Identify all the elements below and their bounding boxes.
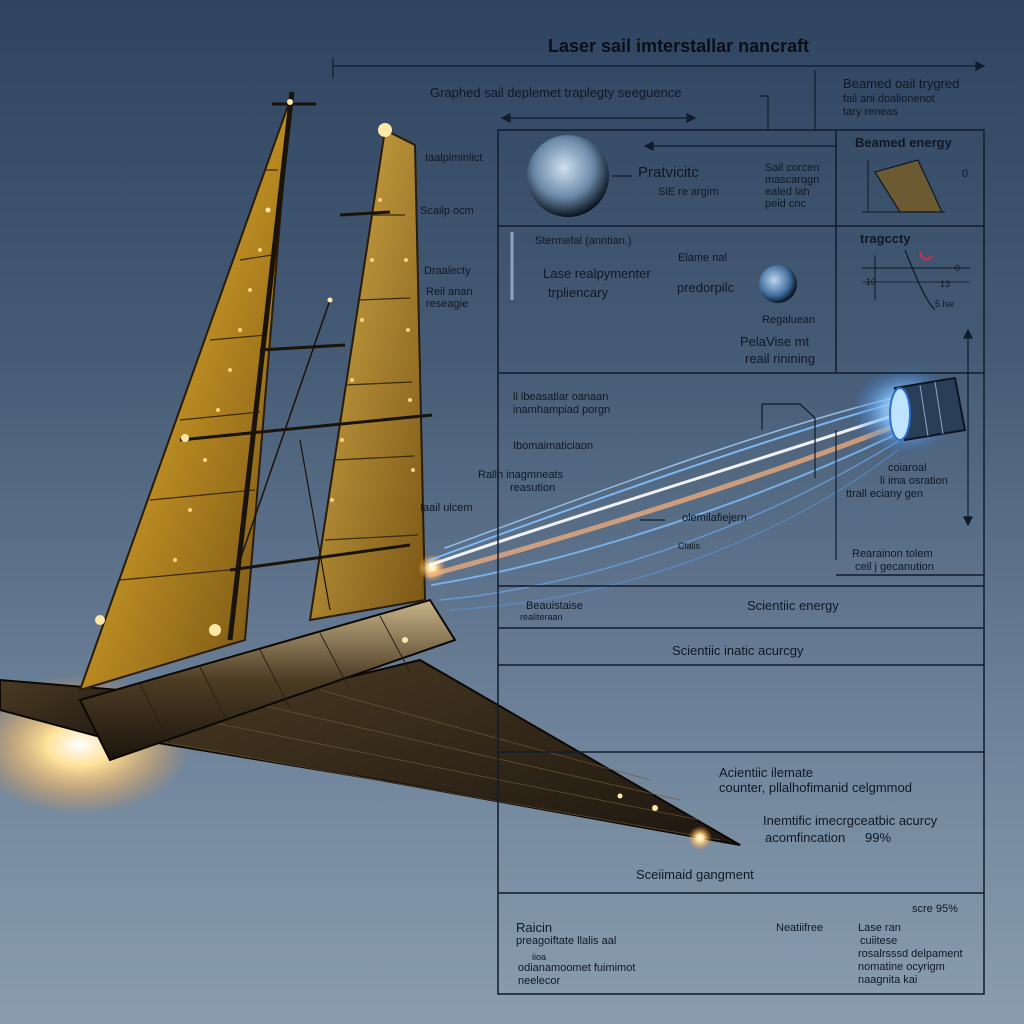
right-header-line-1: Beamed oail trygred (843, 76, 960, 91)
row4-line-1: Inemtific imecrgceatbic acurcy (763, 813, 938, 828)
row1-center: Scientiic energy (747, 598, 839, 613)
row2-center: Scientiic inatic acurcgy (672, 643, 804, 658)
laser-emitter (889, 376, 967, 442)
panel1-sub: SiE re argim (658, 186, 719, 198)
panel3-e-line-3: ttrall eciany gen (846, 488, 924, 500)
row6-left-4: odianamoomet fuimimot (518, 962, 636, 974)
left-sail (78, 99, 291, 692)
panel2-e-line-2: reail rinining (745, 351, 816, 366)
panel3-c: olemilafiejern (682, 512, 747, 524)
sail-label-d-2: reseagie (426, 298, 469, 310)
row6-left-1: Raicin (516, 920, 553, 935)
row1-left-line-1: Beauistaise (526, 600, 583, 612)
row6-right-2: cuiitese (860, 935, 898, 947)
row6-mid: Neatiifree (776, 922, 824, 934)
panel1-note-1: Sail corcen (765, 162, 820, 174)
planet-image (759, 265, 797, 303)
beamed-energy-value: 0 (962, 168, 969, 180)
panel2-c: predorpilc (677, 280, 735, 295)
row6-left-3: iioa (532, 952, 547, 962)
row6-right-3: rosalrsssd delpament (858, 948, 963, 960)
row3-line-1: Acientiic ilemate (719, 765, 813, 780)
row6-left-2: preagoiftate llalis aal (516, 935, 617, 947)
page-title: Laser sail imterstallar nancraft (548, 36, 810, 56)
panel3-d: Clalis (678, 541, 701, 551)
row1-left-line-2: realiteraan (520, 612, 563, 622)
panel2-a-line-2: trpliencary (548, 285, 608, 300)
beamed-energy-title: Beamed energy (855, 135, 952, 150)
panel3-a-line-1: li ibeasatiar oanaan (513, 391, 609, 403)
diagram-panel-grid (497, 129, 985, 995)
panel2-e-line-1: PelaVise mt (740, 334, 810, 349)
beamed-energy-diagram (862, 159, 945, 213)
panel2-top: Stermefal (anntian.) (535, 235, 632, 247)
panel1-label: Pratvicitc (638, 164, 699, 181)
trajectory-title: tragccty (860, 231, 911, 246)
sail-label-b: Scailp ocm (420, 205, 474, 217)
trajectory-chart (862, 249, 970, 311)
panel3-e-line-2: li ima osration (880, 475, 948, 487)
sail-label-c: Draalecty (424, 265, 471, 277)
panel1-note-4: peid cnc (765, 198, 806, 210)
emitter-note-1: Rearainon tolem (852, 548, 933, 560)
right-header-line-3: tary reneas (843, 106, 899, 118)
moon-image (527, 135, 609, 217)
row6-right-1: Lase ran (858, 922, 901, 934)
sail-label-a: Iaalpiminlict (425, 152, 483, 164)
row6-left-5: neelecor (518, 975, 561, 987)
panel3-e-line-1: coiaroal (888, 462, 927, 474)
right-sail (308, 128, 427, 622)
trajectory-tick-4: 5 lse (935, 299, 955, 309)
row6-score: scre 95% (912, 903, 958, 915)
trajectory-tick-2: 0 (955, 263, 961, 273)
panel1-note-2: mascarqgn (765, 174, 820, 186)
sequence-subtitle: Graphed sail deplemet traplegty seeguenc… (430, 85, 682, 100)
row6-right-5: naagnita kai (858, 974, 918, 986)
trajectory-tick-3: 13 (940, 279, 951, 289)
panel1-note-3: ealed lah (765, 186, 810, 198)
panel2-a-line-1: Lase realpymenter (543, 266, 651, 281)
row4-line-2: acomfincation (765, 830, 846, 845)
sail-label-f: Iaail ulcem (420, 502, 473, 514)
emitter-note-2: ceil j gecanution (855, 561, 934, 573)
sail-label-e-1: Ralln inagmneats (478, 469, 563, 481)
right-header-line-2: fail ani doalionenot (843, 93, 935, 105)
row3-line-2: counter, pllalhofimanid celgmmod (719, 780, 912, 795)
left-mast (227, 91, 295, 641)
panel3-b: Ibomaimaticiaon (513, 440, 594, 452)
panel2-d: Regaluean (762, 314, 816, 326)
fuselage (78, 598, 457, 762)
row4-value: 99% (865, 830, 892, 845)
row5: Sceiimaid gangment (636, 867, 754, 882)
sail-label-d-1: Reil anan (426, 286, 473, 298)
row6-right-4: nomatine ocyrigm (858, 961, 945, 973)
sail-label-e-2: reasution (510, 482, 556, 494)
trajectory-tick-1: 10 (866, 277, 877, 287)
panel2-b: Elame nal (678, 252, 727, 264)
laser-beam (427, 394, 913, 611)
panel3-a-line-2: inamhampiad porgn (513, 404, 611, 416)
